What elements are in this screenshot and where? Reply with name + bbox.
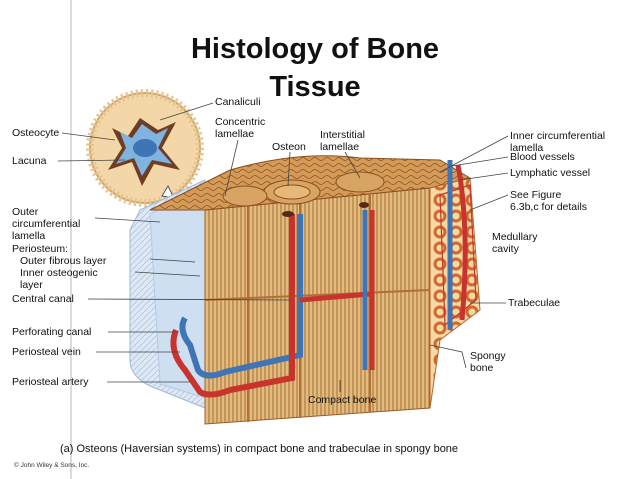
label-see-figure: See Figure 6.3b,c for details [510,189,588,213]
label-inner-circumferential-lamella: Inner circumferential lamella [510,130,606,154]
figure-caption: (a) Osteons (Haversian systems) in compa… [60,443,459,455]
label-interstitial-lamellae: Interstitial lamellae [320,129,365,153]
label-medullary-cavity: Medullary cavity [492,231,538,255]
label-osteocyte: Osteocyte [12,127,60,139]
label-canaliculi: Canaliculi [215,96,261,108]
label-inner-osteogenic-layer: Inner osteogenic layer [20,267,98,291]
label-concentric-lamellae: Concentric lamellae [215,116,266,140]
label-lymphatic-vessel: Lymphatic vessel [510,167,591,179]
label-blood-vessels: Blood vessels [510,151,575,163]
label-periosteum: Periosteum: [12,243,69,255]
blood-vessels [170,160,468,398]
bone-top-surface [149,155,472,211]
label-periosteal-artery: Periosteal artery [12,376,89,388]
label-periosteal-vein: Periosteal vein [12,346,81,358]
label-trabeculae: Trabeculae [508,297,561,309]
osteocyte-inset [86,89,204,207]
label-leader-lines [57,102,509,392]
label-perforating-canal: Perforating canal [12,326,92,338]
label-compact-bone: Compact bone [308,394,377,406]
label-lacuna: Lacuna [12,155,47,167]
copyright-notice: © John Wiley & Sons, Inc. [14,462,90,469]
label-outer-circumferential-lamella: Outer circumferential lamella [12,206,81,242]
slide-title: Histology of Bone Tissue [190,33,440,103]
label-osteon: Osteon [272,141,306,153]
label-central-canal: Central canal [12,293,74,305]
slide-side-rule [70,0,72,479]
periosteum-layer [129,179,213,409]
label-spongy-bone: Spongy bone [470,350,506,374]
label-outer-fibrous-layer: Outer fibrous layer [20,255,107,267]
